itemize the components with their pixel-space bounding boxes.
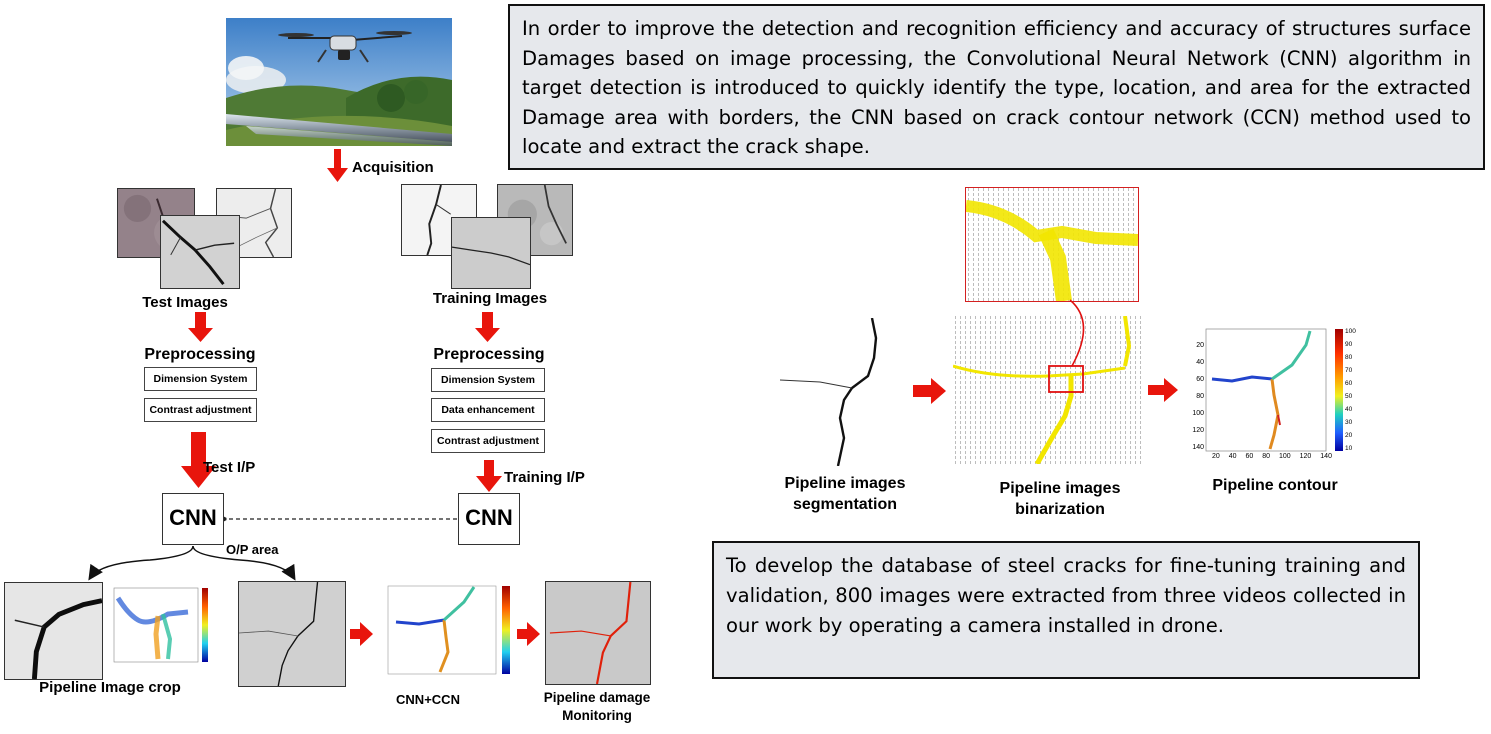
cnn-ccn-label: CNN+CCN bbox=[396, 692, 460, 707]
colorbar-tick: 20 bbox=[1345, 432, 1353, 439]
test-images-label: Test Images bbox=[142, 294, 228, 311]
contour-x-tick: 60 bbox=[1245, 453, 1254, 460]
arrow-acquisition bbox=[327, 149, 348, 182]
contour-x-tick: 20 bbox=[1212, 453, 1220, 460]
binarization-image bbox=[953, 316, 1143, 464]
colorbar-tick: 100 bbox=[1345, 328, 1356, 335]
arrow-seg-to-bin bbox=[913, 378, 946, 404]
description-text-top: In order to improve the detection and re… bbox=[522, 17, 1471, 158]
contour-x-ticks: 20 40 60 80 100 120 140 bbox=[1212, 453, 1332, 463]
crop-label: Pipeline Image crop bbox=[39, 679, 181, 696]
contour-y-tick: 40 bbox=[1196, 359, 1204, 366]
crop-image bbox=[4, 582, 103, 680]
test-step-dimension: Dimension System bbox=[144, 367, 257, 391]
training-step-enhancement: Data enhancement bbox=[431, 398, 545, 422]
ccn-contour-plot bbox=[374, 582, 516, 682]
monitoring-image bbox=[545, 581, 651, 685]
output-crack-image bbox=[238, 581, 346, 687]
contour-y-tick: 80 bbox=[1196, 393, 1204, 400]
zoom-inset bbox=[965, 187, 1139, 302]
cnn-box-training: CNN bbox=[458, 493, 520, 545]
op-area-label: O/P area bbox=[226, 542, 279, 557]
contour-x-tick: 40 bbox=[1228, 453, 1237, 460]
contour-y-tick: 120 bbox=[1192, 427, 1204, 434]
drone-pipeline-photo bbox=[226, 18, 452, 146]
arrow-to-monitoring bbox=[517, 622, 540, 646]
colorbar-tick: 60 bbox=[1345, 380, 1353, 387]
output-curve-left bbox=[88, 545, 194, 581]
crop-contour-plot bbox=[108, 584, 212, 674]
segmentation-label: Pipeline images segmentation bbox=[784, 475, 906, 513]
acquisition-label: Acquisition bbox=[352, 159, 434, 176]
contour-y-tick: 100 bbox=[1192, 410, 1204, 417]
test-step-contrast: Contrast adjustment bbox=[144, 398, 257, 422]
segmentation-image bbox=[780, 318, 890, 466]
monitoring-label: Pipeline damage Monitoring bbox=[543, 690, 651, 723]
contour-x-tick: 120 bbox=[1299, 453, 1312, 460]
description-text-bottom: To develop the database of steel cracks … bbox=[726, 554, 1406, 637]
contour-x-tick: 140 bbox=[1320, 453, 1332, 460]
colorbar-tick: 90 bbox=[1345, 341, 1353, 348]
contour-x-tick: 80 bbox=[1262, 453, 1271, 460]
arrow-training-preprocess bbox=[475, 312, 500, 342]
contour-y-tick: 60 bbox=[1196, 376, 1204, 383]
colorbar-tick: 40 bbox=[1345, 406, 1353, 413]
training-images-label: Training Images bbox=[432, 290, 548, 307]
colorbar-tick: 70 bbox=[1345, 367, 1353, 374]
colorbar-tick: 50 bbox=[1345, 393, 1353, 400]
cnn-box-test: CNN bbox=[162, 493, 224, 545]
contour-y-tick: 140 bbox=[1192, 444, 1204, 451]
colorbar-tick: 30 bbox=[1345, 419, 1353, 426]
training-preprocessing-label: Preprocessing bbox=[433, 346, 545, 363]
colorbar-tick: 10 bbox=[1345, 445, 1353, 452]
arrow-to-ccn bbox=[350, 622, 373, 646]
training-image-3 bbox=[451, 217, 531, 289]
description-box-bottom: To develop the database of steel cracks … bbox=[712, 541, 1420, 679]
binarization-label: Pipeline images binarization bbox=[999, 480, 1121, 518]
arrow-training-ip bbox=[476, 460, 502, 492]
contour-y-ticks: 20 40 60 80 100 120 140 bbox=[1184, 337, 1204, 457]
arrow-test-preprocess bbox=[188, 312, 213, 342]
training-step-dimension: Dimension System bbox=[431, 368, 545, 392]
colorbar-tick: 80 bbox=[1345, 354, 1353, 361]
contour-label: Pipeline contour bbox=[1212, 477, 1338, 494]
pipeline-contour-plot: 20 40 60 80 100 120 140 20 40 60 80 100 … bbox=[1182, 325, 1362, 467]
test-preprocessing-label: Preprocessing bbox=[144, 346, 256, 363]
test-image-2 bbox=[216, 188, 292, 258]
training-step-contrast: Contrast adjustment bbox=[431, 429, 545, 453]
description-box-top: In order to improve the detection and re… bbox=[508, 4, 1485, 170]
test-image-3 bbox=[160, 215, 240, 289]
contour-y-tick: 20 bbox=[1196, 342, 1204, 349]
contour-x-tick: 100 bbox=[1279, 453, 1291, 460]
training-ip-label: Training I/P bbox=[504, 469, 585, 486]
contour-colorbar-ticks: 100 90 80 70 60 50 40 30 20 10 bbox=[1345, 325, 1362, 455]
arrow-bin-to-contour bbox=[1148, 378, 1178, 402]
test-ip-label: Test I/P bbox=[203, 459, 256, 476]
